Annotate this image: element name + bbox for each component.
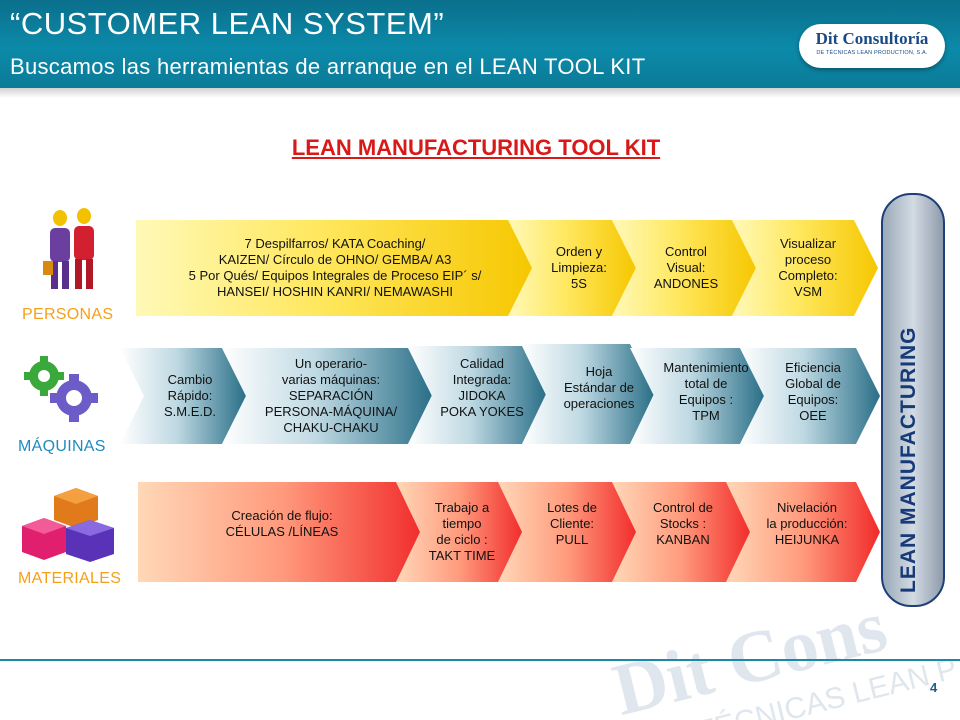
footer-line [0,659,960,661]
row-label-personas: PERSONAS [22,306,114,323]
tool-materiales-5: Nivelación la producción: HEIJUNKA [726,482,880,582]
tool-materiales-4: Control de Stocks : KANBAN [612,482,752,582]
page-title: “CUSTOMER LEAN SYSTEM” [10,6,445,41]
tool-maquinas-4-text: Hoja Estándar de operaciones [563,364,635,411]
kit-title: LEAN MANUFACTURING TOOL KIT [291,135,661,160]
tool-maquinas-1-text: Cambio Rápido: S.M.E.D. [163,372,216,419]
svg-text:Dit Cons: Dit Cons [605,585,894,720]
logo-tagline: DE TÉCNICAS LEAN PRODUCTION, S.A. [816,50,928,56]
tool-materiales-5-text: Nivelación la producción: HEIJUNKA [766,500,848,547]
row-label-maquinas: MÁQUINAS [18,438,106,455]
page-subtitle: Buscamos las herramientas de arranque en… [10,54,646,79]
tool-materiales-1: Creación de flujo: CÉLULAS /LÍNEAS [138,482,426,582]
tool-materiales-2-text: Trabajo a tiempo de ciclo : TAKT TIME [428,500,496,563]
tool-personas-2-text: Orden y Limpieza: 5S [551,244,607,291]
header-bar: “CUSTOMER LEAN SYSTEM” Buscamos las herr… [0,0,960,88]
tool-maquinas-2-text: Un operario- varias máquinas: SEPARACIÓN… [264,356,398,435]
blocks-icon [22,488,114,562]
svg-text:TÉCNICAS LEAN P: TÉCNICAS LEAN P [694,652,960,720]
tool-personas-4-text: Visualizar proceso Completo: VSM [778,236,838,299]
tool-personas-3: Control Visual: ANDONES [612,220,756,316]
tool-materiales-3-text: Lotes de Cliente: PULL [547,500,597,547]
page-number: 4 [930,680,938,695]
tool-maquinas-5-text: Mantenimiento total de Equipos : TPM [663,360,749,423]
tool-maquinas-6-text: Eficiencia Global de Equipos: OEE [785,360,841,423]
lean-manufacturing-label: LEAN MANUFACTURING [897,326,920,593]
logo-name: Dit Consultoría [815,29,929,48]
tool-materiales-2: Trabajo a tiempo de ciclo : TAKT TIME [396,482,524,582]
company-logo: Dit Consultoría DE TÉCNICAS LEAN PRODUCT… [799,24,945,68]
tool-maquinas-6: Eficiencia Global de Equipos: OEE [740,348,880,444]
lean-manufacturing-pill [881,193,945,607]
tool-materiales-1-text: Creación de flujo: CÉLULAS /LÍNEAS [225,508,339,539]
tool-maquinas-2: Un operario- varias máquinas: SEPARACIÓN… [222,348,432,444]
tool-maquinas-3-text: Calidad Integrada: JIDOKA POKA YOKES [440,356,524,419]
tool-personas-4: Visualizar proceso Completo: VSM [732,220,878,316]
people-icon [43,208,94,289]
tool-personas-1-text: 7 Despilfarros/ KATA Coaching/ KAIZEN/ C… [188,236,482,299]
tool-personas-3-text: Control Visual: ANDONES [653,244,719,291]
tool-personas-1: 7 Despilfarros/ KATA Coaching/ KAIZEN/ C… [136,220,534,316]
tool-maquinas-1: Cambio Rápido: S.M.E.D. [120,348,246,444]
header-shadow [0,88,960,98]
tool-materiales-4-text: Control de Stocks : KANBAN [653,500,713,547]
gears-icon [24,356,98,422]
row-label-materiales: MATERIALES [18,570,122,587]
